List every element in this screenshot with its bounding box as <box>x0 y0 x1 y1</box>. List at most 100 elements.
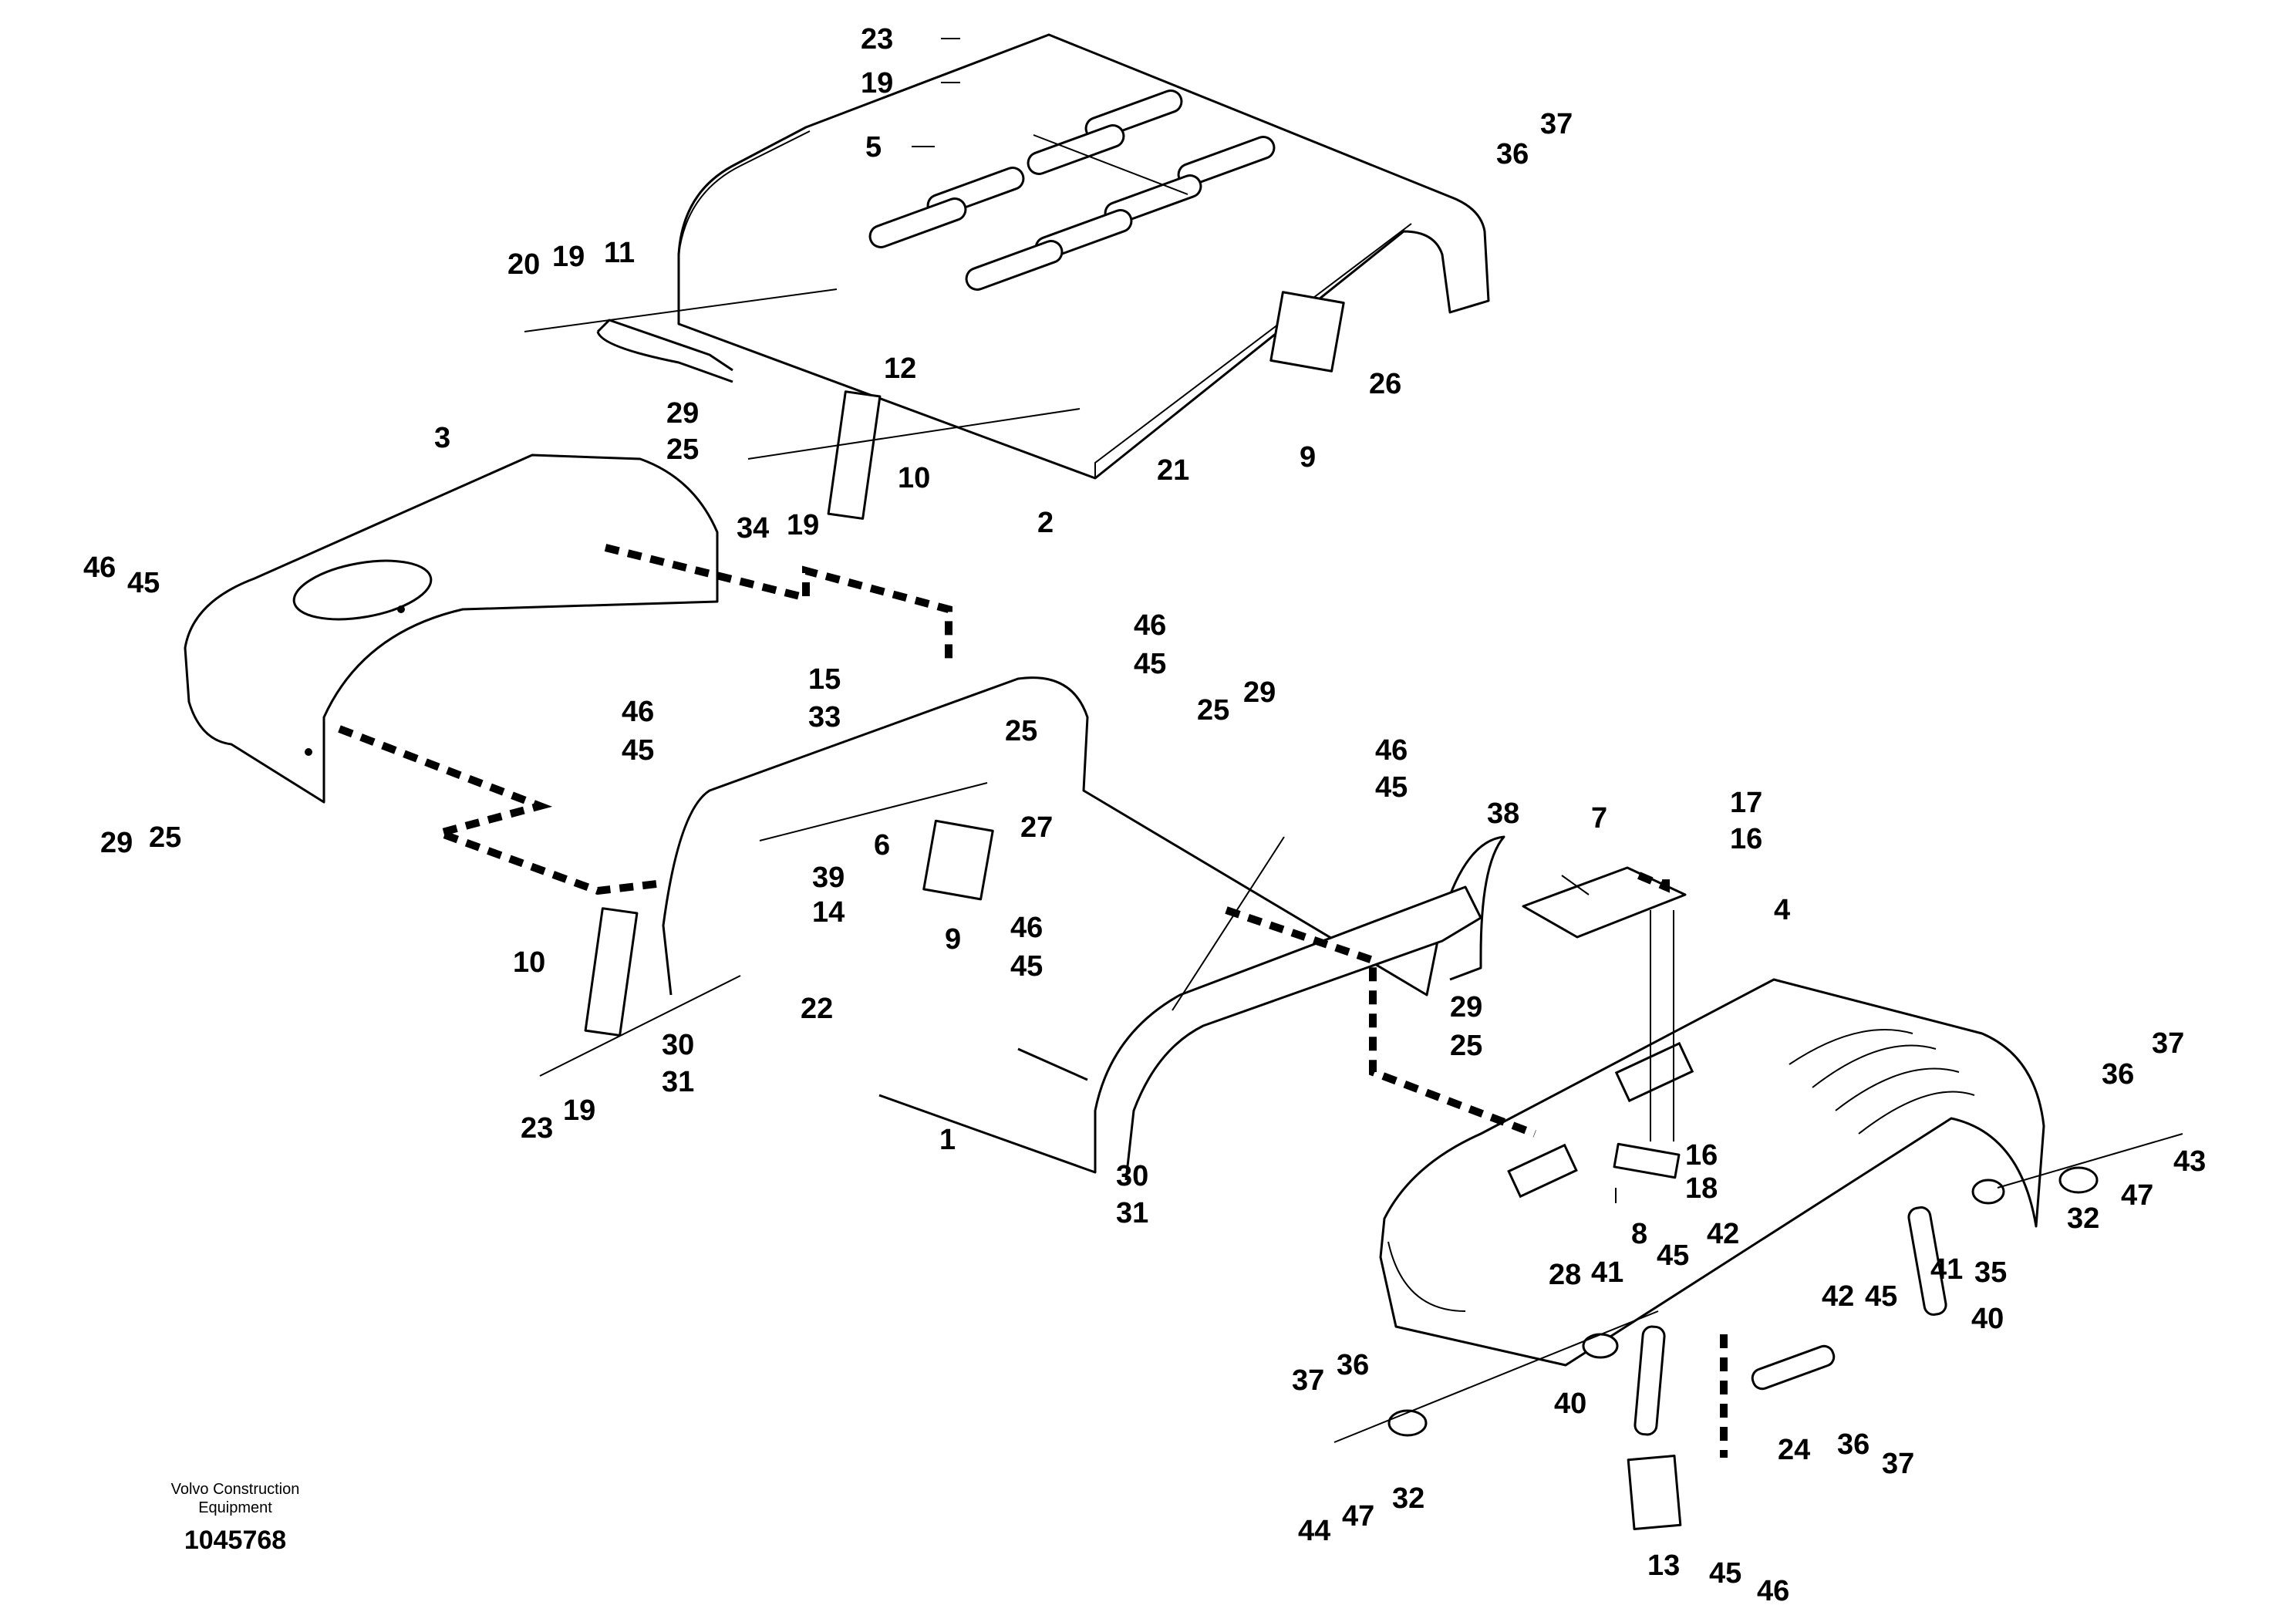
callout-45: 45 <box>127 567 160 599</box>
callout-41: 41 <box>1591 1256 1623 1289</box>
part-7-plate <box>1522 866 1687 939</box>
part-28-bushing <box>1582 1333 1619 1359</box>
part-32-washer-lower <box>1387 1409 1428 1437</box>
callout-36: 36 <box>1496 138 1529 170</box>
callout-42: 42 <box>1707 1218 1739 1250</box>
callout-19: 19 <box>563 1094 595 1127</box>
part-10-latch-lower <box>584 907 639 1037</box>
callout-3: 3 <box>434 422 450 454</box>
callout-7: 7 <box>1591 802 1607 835</box>
callout-5: 5 <box>865 131 882 164</box>
callout-41: 41 <box>1930 1253 1963 1286</box>
callout-46: 46 <box>1010 912 1043 944</box>
callout-46: 46 <box>83 551 116 584</box>
callout-labels: 23 19 5 36 37 20 19 11 12 26 9 21 2 3 29… <box>83 23 2206 1607</box>
callout-45: 45 <box>1134 648 1166 680</box>
callout-2: 2 <box>1037 507 1054 539</box>
callout-31: 31 <box>1116 1197 1148 1229</box>
shaft-right <box>1997 1133 2183 1189</box>
part-40-link-lower <box>1633 1325 1666 1436</box>
callout-32: 32 <box>1392 1482 1424 1515</box>
part-2-upper-hood <box>677 33 1490 480</box>
callout-36: 36 <box>2102 1058 2134 1091</box>
publisher-line-2: Equipment <box>198 1499 272 1516</box>
callout-37: 37 <box>2152 1027 2184 1060</box>
vent-slots <box>868 89 1276 291</box>
callout-16: 16 <box>1685 1139 1718 1172</box>
part-24-plate <box>1751 1344 1836 1391</box>
drawing-number: 1045768 <box>184 1526 286 1555</box>
callout-37: 37 <box>1292 1364 1324 1397</box>
publisher-line-1: Volvo Construction <box>171 1481 300 1498</box>
leader-lines <box>524 38 1674 1203</box>
right-hood-slots <box>1789 1029 1975 1135</box>
callout-23: 23 <box>861 23 893 56</box>
callout-40: 40 <box>1971 1303 2004 1335</box>
callout-30: 30 <box>1116 1160 1148 1192</box>
callout-10: 10 <box>513 946 545 979</box>
callout-37: 37 <box>1540 108 1573 140</box>
callout-16: 16 <box>1730 823 1762 855</box>
callout-1: 1 <box>939 1124 956 1156</box>
shaft-lower <box>1333 1310 1659 1443</box>
callout-24: 24 <box>1778 1434 1810 1466</box>
callout-17: 17 <box>1730 787 1762 819</box>
callout-13: 13 <box>1647 1549 1680 1582</box>
callout-46: 46 <box>1757 1575 1789 1607</box>
callout-9: 9 <box>945 923 961 956</box>
part-32-washer-right <box>2058 1166 2099 1194</box>
callout-22: 22 <box>801 993 833 1025</box>
callout-27: 27 <box>1020 811 1053 844</box>
part-40-link-right <box>1907 1206 1947 1316</box>
callout-25: 25 <box>1005 715 1037 747</box>
callout-44: 44 <box>1298 1515 1330 1547</box>
dashed-outlines <box>338 544 1728 1458</box>
part-13-bracket <box>1627 1455 1682 1530</box>
part-9-hinge-middle <box>922 819 994 901</box>
callout-43: 43 <box>2173 1145 2206 1178</box>
part-1-frame <box>662 676 1505 1181</box>
callout-45: 45 <box>1657 1239 1689 1272</box>
callout-19: 19 <box>861 67 893 99</box>
callout-36: 36 <box>1837 1428 1870 1461</box>
drawing-footer: Volvo Construction Equipment 1045768 <box>171 1481 300 1555</box>
callout-45: 45 <box>1865 1280 1897 1313</box>
callout-45: 45 <box>1375 771 1408 804</box>
callout-14: 14 <box>812 896 845 929</box>
part-11-handle <box>596 319 733 383</box>
callout-18: 18 <box>1685 1172 1718 1205</box>
part-8-hinge <box>1613 1142 1681 1179</box>
part-10-latch-upper <box>827 390 882 520</box>
callout-29: 29 <box>1450 991 1482 1023</box>
callout-25: 25 <box>1450 1030 1482 1062</box>
callout-15: 15 <box>808 663 841 696</box>
callout-9: 9 <box>1300 441 1316 474</box>
callout-20: 20 <box>507 248 540 281</box>
callout-38: 38 <box>1487 798 1519 830</box>
callout-37: 37 <box>1882 1448 1914 1480</box>
callout-45: 45 <box>1709 1557 1741 1590</box>
callout-29: 29 <box>100 827 133 859</box>
callout-45: 45 <box>622 734 654 767</box>
callout-47: 47 <box>2121 1179 2153 1212</box>
callout-28: 28 <box>1549 1259 1581 1291</box>
callout-10: 10 <box>898 462 930 494</box>
part-3-left-fender <box>184 454 719 804</box>
callout-25: 25 <box>149 821 181 854</box>
callout-46: 46 <box>622 696 654 728</box>
part-4-right-hood <box>1379 978 2045 1367</box>
callout-25: 25 <box>666 433 699 466</box>
callout-6: 6 <box>874 829 890 862</box>
callout-4: 4 <box>1774 894 1790 926</box>
callout-39: 39 <box>812 862 845 894</box>
callout-19: 19 <box>552 241 585 273</box>
callout-21: 21 <box>1157 454 1189 487</box>
callout-12: 12 <box>884 352 916 385</box>
callout-34: 34 <box>737 512 769 545</box>
callout-32: 32 <box>2067 1202 2099 1235</box>
callout-29: 29 <box>1243 676 1276 709</box>
callout-25: 25 <box>1197 694 1229 727</box>
callout-30: 30 <box>662 1029 694 1061</box>
callout-47: 47 <box>1342 1500 1374 1533</box>
